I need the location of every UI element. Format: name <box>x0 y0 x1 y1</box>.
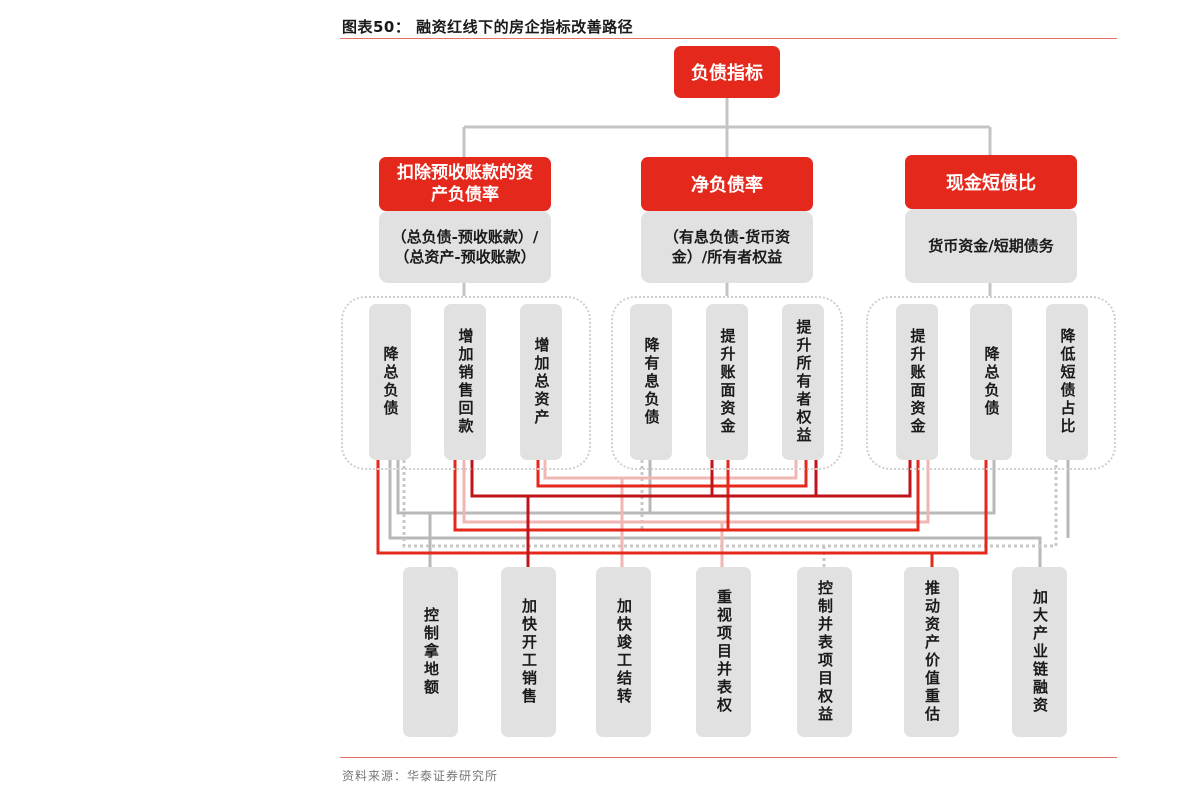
root-node: 负债指标 <box>674 46 780 98</box>
action-2: 加快开工销售 <box>501 567 556 737</box>
lever-4: 降有息负债 <box>630 304 672 460</box>
lever-7: 提升账面资金 <box>896 304 938 460</box>
lever-3: 增加总资产 <box>520 304 562 460</box>
grey-connectors <box>388 460 1070 567</box>
action-label: 加快竣工结转 <box>615 598 633 706</box>
red-connectors <box>376 460 988 567</box>
lever-label: 降总负债 <box>982 346 1001 418</box>
lever-label: 降总负债 <box>381 346 400 418</box>
lever-group-1 <box>341 296 591 470</box>
lever-label: 降低短债占比 <box>1058 328 1077 436</box>
lever-6: 提升所有者权益 <box>782 304 824 460</box>
lever-8: 降总负债 <box>970 304 1012 460</box>
lever-2: 增加销售回款 <box>444 304 486 460</box>
action-label: 推动资产价值重估 <box>923 580 941 724</box>
metric-formula-2: （有息负债-货币资金）/所有者权益 <box>641 211 813 283</box>
action-7: 加大产业链融资 <box>1012 567 1067 737</box>
action-label: 重视项目并表权 <box>715 589 733 715</box>
action-4: 重视项目并表权 <box>696 567 751 737</box>
metric-header-1: 扣除预收账款的资产负债率 <box>379 157 551 211</box>
metric-header-3: 现金短债比 <box>905 155 1077 209</box>
footer-divider <box>340 757 1117 758</box>
lever-5: 提升账面资金 <box>706 304 748 460</box>
lever-label: 提升账面资金 <box>908 328 927 436</box>
lever-1: 降总负债 <box>369 304 411 460</box>
action-label: 控制拿地额 <box>422 607 440 697</box>
action-3: 加快竣工结转 <box>596 567 651 737</box>
action-label: 加快开工销售 <box>520 598 538 706</box>
action-label: 加大产业链融资 <box>1031 589 1049 715</box>
tree-connectors <box>462 98 992 296</box>
lever-label: 提升账面资金 <box>718 328 737 436</box>
darkred-connectors <box>470 460 912 567</box>
figure-title: 图表50： 融资红线下的房企指标改善路径 <box>342 18 634 36</box>
lever-group-2 <box>611 296 843 470</box>
lever-label: 增加总资产 <box>532 337 551 427</box>
title-divider <box>340 38 1117 39</box>
metric-header-2: 净负债率 <box>641 157 813 211</box>
lever-label: 增加销售回款 <box>456 328 475 436</box>
lever-label: 提升所有者权益 <box>794 319 813 445</box>
lever-9: 降低短债占比 <box>1046 304 1088 460</box>
dotted-connectors <box>402 460 1058 567</box>
action-6: 推动资产价值重估 <box>904 567 959 737</box>
metric-formula-3: 货币资金/短期债务 <box>905 209 1077 283</box>
lever-label: 降有息负债 <box>642 337 661 427</box>
action-5: 控制并表项目权益 <box>797 567 852 737</box>
action-label: 控制并表项目权益 <box>816 580 834 724</box>
metric-formula-1: （总负债-预收账款）/（总资产-预收账款） <box>379 211 551 283</box>
lever-group-3 <box>866 296 1116 470</box>
action-1: 控制拿地额 <box>403 567 458 737</box>
source-note: 资料来源：华泰证券研究所 <box>342 769 499 783</box>
